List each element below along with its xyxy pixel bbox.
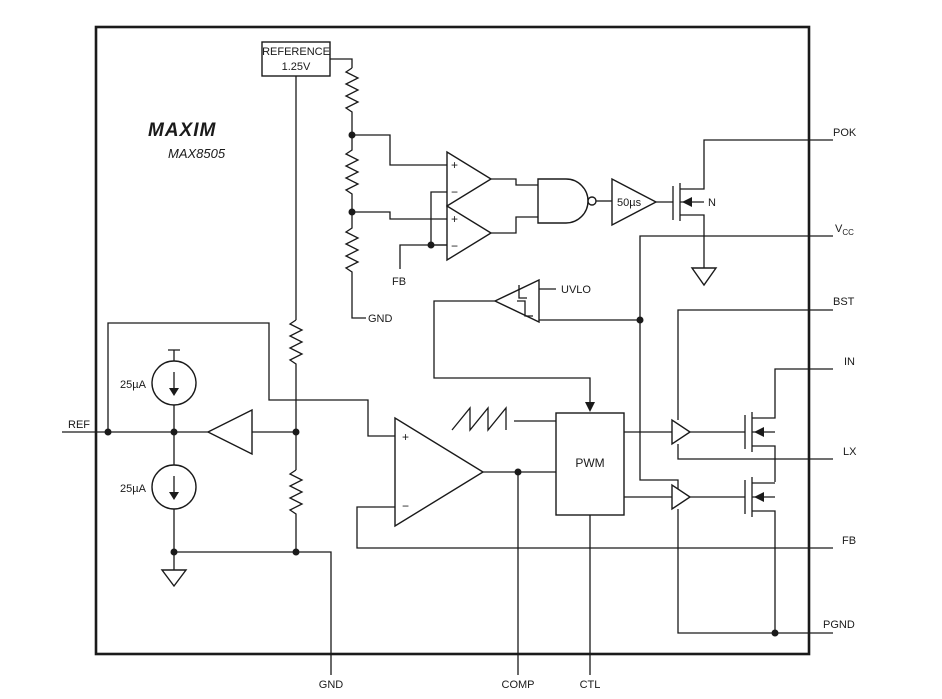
chip-boundary [94, 25, 811, 656]
current-source-bottom-label: 25µA [120, 483, 147, 495]
pin-comp: COMP [502, 679, 535, 691]
ref-buffer [206, 408, 253, 456]
part-number: MAX8505 [168, 146, 226, 161]
nand-gate [537, 178, 589, 224]
comp-lower-plus: + [451, 212, 458, 226]
resistor-pok-3 [344, 212, 366, 319]
pin-fb: FB [842, 535, 856, 547]
comp-upper-plus: + [451, 158, 458, 172]
pin-bst: BST [833, 296, 855, 308]
pok-nmos [672, 139, 833, 287]
pin-in: IN [844, 356, 855, 368]
low-side-driver [671, 483, 692, 511]
internal-gnd-label: GND [368, 313, 393, 325]
pin-pgnd: PGND [823, 619, 855, 631]
resistor-pok-2 [344, 135, 360, 212]
resistor-ref-upper [288, 319, 304, 470]
delay-label: 50µs [617, 197, 642, 209]
low-side-mosfet [744, 477, 776, 633]
pin-pok: POK [833, 127, 857, 139]
internal-fb-label: FB [392, 276, 406, 288]
uvlo-label: UVLO [561, 284, 591, 296]
pin-lx: LX [843, 446, 857, 458]
high-side-driver [671, 418, 692, 446]
reference-label: REFERENCE [262, 46, 330, 58]
resistor-pok-1 [344, 67, 360, 135]
comparator-upper [446, 150, 493, 208]
sawtooth-ramp [451, 406, 507, 432]
delay-buffer [611, 177, 658, 227]
high-side-mosfet [744, 368, 833, 482]
erramp-minus: − [402, 499, 409, 513]
error-amplifier [394, 416, 485, 528]
comp-upper-minus: − [451, 185, 458, 199]
pwm-label: PWM [575, 456, 604, 470]
nmos-n-label: N [708, 197, 716, 209]
reference-voltage: 1.25V [282, 61, 311, 73]
comparator-lower [446, 204, 493, 262]
pin-ctl: CTL [580, 679, 601, 691]
pin-gnd: GND [319, 679, 344, 691]
comp-lower-minus: − [451, 239, 458, 253]
current-source-top-label: 25µA [120, 379, 147, 391]
erramp-plus: + [402, 430, 409, 444]
pin-ref: REF [68, 419, 90, 431]
maxim-logo: MAXIM [148, 120, 217, 141]
reference-block: REFERENCE 1.25V [261, 41, 331, 77]
resistor-ref-lower [288, 469, 304, 552]
pin-vcc: VCC [835, 223, 854, 237]
